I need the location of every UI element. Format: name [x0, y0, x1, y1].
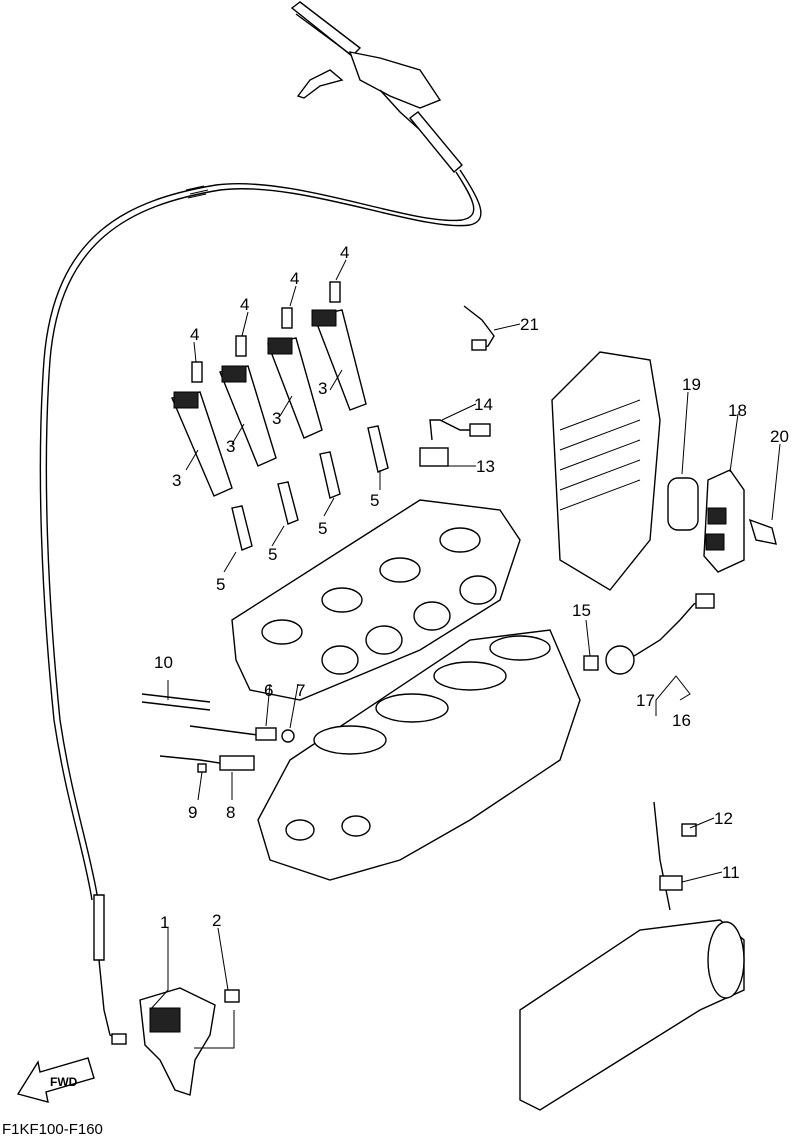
callout-3a: 3: [172, 471, 181, 490]
callout-16: 16: [672, 711, 691, 730]
coil-bolts: [191, 281, 341, 383]
callout-4b: 4: [240, 295, 249, 314]
callout-5a: 5: [216, 575, 225, 594]
callout-14: 14: [474, 395, 493, 414]
callout-4a: 4: [190, 325, 199, 344]
wire-clamp: [463, 305, 495, 351]
callout-21: 21: [520, 315, 539, 334]
callout-11: 11: [722, 863, 740, 882]
callout-1: 1: [160, 913, 169, 932]
callout-10: 10: [154, 653, 173, 672]
leader-lines: [149, 259, 781, 1049]
callout-12: 12: [714, 809, 733, 828]
harness-connectors: [141, 693, 295, 773]
throttle-grip: [290, 1, 463, 174]
cylinder-head: [231, 499, 521, 701]
callout-2: 2: [212, 911, 221, 930]
throttle-position-bracket: [139, 987, 240, 1096]
cam-sensor: [419, 419, 491, 467]
callout-4d: 4: [340, 243, 349, 262]
fwd-arrow-label: FWD: [50, 1075, 78, 1089]
callout-18: 18: [728, 401, 747, 420]
engine-control-unit: [551, 351, 777, 591]
callout-8: 8: [226, 803, 235, 822]
callout-6: 6: [264, 681, 273, 700]
callout-3d: 3: [318, 379, 327, 398]
ignition-coils: [171, 309, 367, 497]
cylinder-block: [257, 629, 581, 881]
callout-9: 9: [188, 803, 197, 822]
fwd-arrow: FWD: [16, 1057, 95, 1103]
callout-19: 19: [682, 375, 701, 394]
spark-plugs: [231, 425, 389, 551]
figure-code: F1KF100-F160: [2, 1121, 103, 1137]
callout-13: 13: [476, 457, 495, 476]
callout-3b: 3: [226, 437, 235, 456]
callout-5b: 5: [268, 545, 277, 564]
knock-sensor: [583, 593, 715, 675]
callout-5d: 5: [370, 491, 379, 510]
callout-5c: 5: [318, 519, 327, 538]
callout-17: 17: [636, 691, 655, 710]
callout-7: 7: [296, 681, 305, 700]
callout-20: 20: [770, 427, 789, 446]
callout-labels: 1 2 3 3 3 3 4 4 4 4 5 5 5 5 6 7 8 9 10 1…: [154, 243, 789, 932]
callout-4c: 4: [290, 269, 299, 288]
exhaust-pipe: [519, 801, 745, 1111]
throttle-cable: [39, 169, 482, 1045]
callout-15: 15: [572, 601, 591, 620]
callout-3c: 3: [272, 409, 281, 428]
